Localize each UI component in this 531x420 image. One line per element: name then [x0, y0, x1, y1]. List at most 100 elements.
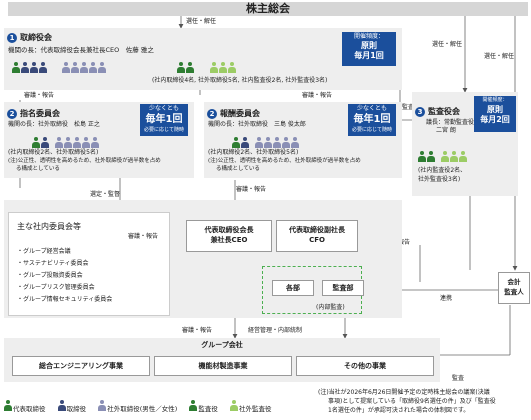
committee-item: ・サステナビリティ委員会 — [17, 260, 89, 267]
group-business-box: 総合エンジニアリング事業 — [12, 356, 150, 376]
outside-director-icon — [291, 137, 300, 148]
legend-item: 社外監査役 — [229, 400, 271, 413]
compensation-note-1: (注)公正性、透明性を高めるため、社外取締役が過半数を占め — [208, 158, 361, 164]
outside-auditor-icon — [229, 400, 238, 411]
committee-item: ・グループリスク管理委員会 — [17, 284, 95, 291]
director-icon — [30, 62, 38, 73]
ceo-line1: 代表取締役会長 — [204, 226, 254, 234]
auditor-icon — [177, 62, 186, 73]
accounting-auditor-box: 会計 監査人 — [498, 272, 530, 304]
outside-director-icon — [282, 137, 291, 148]
compensation-freq-label: 少なくとも — [356, 105, 387, 112]
footnote-line3: 1名選任の件」が承認可決された場合の体制図です。 — [328, 407, 470, 414]
group-business-box: 機能材製造事業 — [154, 356, 292, 376]
board-title-text: 取締役会 — [20, 33, 52, 42]
outside-director-icon — [62, 62, 71, 73]
mgmt-control-label: 経営管理・内部統制 — [248, 327, 303, 334]
outside-director-icon — [80, 62, 89, 73]
director-icon — [21, 62, 29, 73]
accounting-auditor-line2: 監査人 — [504, 288, 524, 296]
committee-report-label: 審議・報告 — [128, 233, 159, 240]
nomination-freq-value: 毎年1回 — [145, 114, 183, 125]
audit-board-freq-value1: 原則 — [487, 105, 503, 114]
appoint-supervise-label: 選定・監督 — [90, 191, 121, 198]
legend-label: 代表取締役 — [13, 405, 46, 413]
consult-report-label-mid: 審議・報告 — [236, 186, 267, 193]
cooperation-label: 連携 — [440, 295, 453, 302]
accounting-auditor-line1: 会計 — [507, 278, 521, 286]
cfo-line2: CFO — [309, 236, 325, 244]
compensation-report-label: 審議・報告 — [302, 92, 333, 99]
outside-director-icon — [255, 137, 264, 148]
director-icon — [39, 62, 47, 73]
nomination-title-text: 指名委員会 — [20, 109, 60, 118]
group-report-label: 審議・報告 — [182, 327, 213, 334]
outside-director-icon — [73, 137, 82, 148]
auditor-icon — [186, 62, 195, 73]
audit-board-composition-2: 社外監査役3名) — [418, 176, 461, 183]
audit-board-chair-2: 二宮 朗 — [436, 127, 456, 134]
compensation-title-text: 報酬委員会 — [220, 109, 260, 118]
board-freq-label: 開催頻度： — [353, 33, 384, 40]
compensation-frequency-badge: 少なくとも 毎年1回 必要に応じて随時 — [348, 104, 396, 136]
compensation-freq-sub: 必要に応じて随時 — [351, 127, 392, 133]
audit-board-number-badge: 3 — [415, 106, 425, 117]
legend-item: 監査役 — [189, 400, 218, 413]
outside-director-icon — [98, 400, 107, 411]
shareholders-meeting-banner: 株主総会 — [8, 2, 528, 16]
cfo-box: 代表取締役副社長 CFO — [276, 220, 358, 252]
nomination-member-icons — [32, 133, 100, 152]
committee-item: ・グループ投融資委員会 — [17, 272, 83, 279]
outside-director-icon — [64, 137, 73, 148]
compensation-freq-value: 毎年1回 — [353, 114, 391, 125]
board-freq-value1: 原則 — [361, 41, 377, 50]
legend-item: 代表取締役 — [4, 400, 46, 413]
nomination-number-badge: 2 — [7, 108, 17, 119]
audit-board-freq-value2: 毎月2回 — [480, 115, 510, 124]
audit-board-frequency-badge: 開催頻度： 原則 毎月2回 — [474, 96, 516, 132]
cfo-line1: 代表取締役副社長 — [289, 226, 345, 234]
legend-item: 取締役 — [57, 400, 86, 413]
nomination-freq-sub: 必要に応じて随時 — [143, 127, 184, 133]
outside-director-icon — [82, 137, 91, 148]
audit-board-composition-1: (社内監査役2名、 — [418, 167, 467, 174]
audit-board-member-icons — [418, 147, 468, 166]
group-title: グループ会社 — [201, 341, 243, 349]
legend-label: 社外取締役(男性／女性) — [107, 405, 178, 413]
director-icon — [57, 400, 66, 411]
board-member-icons — [12, 58, 237, 77]
outside-director-icon — [98, 62, 107, 73]
outside-auditor-icon — [450, 151, 459, 162]
report-label-mid: 報告 — [398, 239, 411, 246]
nomination-chair: 機関の長：社外取締役 松島 正之 — [8, 121, 100, 128]
group-companies-panel: グループ会社 総合エンジニアリング事業 機能材製造事業 その他の事業 — [4, 338, 440, 382]
outside-auditor-icon — [218, 62, 227, 73]
outside-auditor-icon — [441, 151, 450, 162]
appoint-dismiss-label-1: 選任・解任 — [186, 18, 217, 25]
committee-item: ・グループ経営会議 — [17, 248, 71, 255]
compensation-chair: 機関の長：社外取締役 三島 俊太郎 — [208, 121, 306, 128]
legend: 代表取締役 取締役 社外取締役(男性／女性) 監査役 社外監査役 — [4, 396, 278, 415]
nomination-report-label: 審議・報告 — [24, 92, 55, 99]
legend-label: 監査役 — [198, 405, 218, 413]
footnote-line2: 事項)として提案している「取締役9名選任の件」及び「監査役 — [328, 398, 496, 405]
audit-label-top: 監査 — [402, 104, 415, 111]
board-composition: (社内取締役4名, 社外取締役5名, 社内監査役2名, 社外監査役3名) — [152, 77, 328, 84]
footnote: (注)当社が2026年6月26日開催予定の定時株主総会の議案(決議 事項)として… — [318, 388, 496, 415]
outside-auditor-icon — [459, 151, 468, 162]
outside-director-icon — [55, 137, 64, 148]
audit-board-title-text: 監査役会 — [428, 107, 460, 116]
nomination-composition: (社内取締役2名、社外取締役5名) — [8, 149, 99, 156]
audit-board-freq-label: 開催頻度： — [482, 97, 508, 103]
appoint-dismiss-label-2: 選任・解任 — [432, 41, 463, 48]
committees-title: 主な社内委員会等 — [17, 222, 81, 231]
nomination-freq-label: 少なくとも — [148, 105, 179, 112]
ceo-line2: 兼社長CEO — [210, 236, 248, 244]
compensation-note-2: る構成としている — [216, 166, 260, 172]
auditor-icon — [427, 151, 435, 162]
nomination-note-2: る構成としている — [16, 166, 60, 172]
